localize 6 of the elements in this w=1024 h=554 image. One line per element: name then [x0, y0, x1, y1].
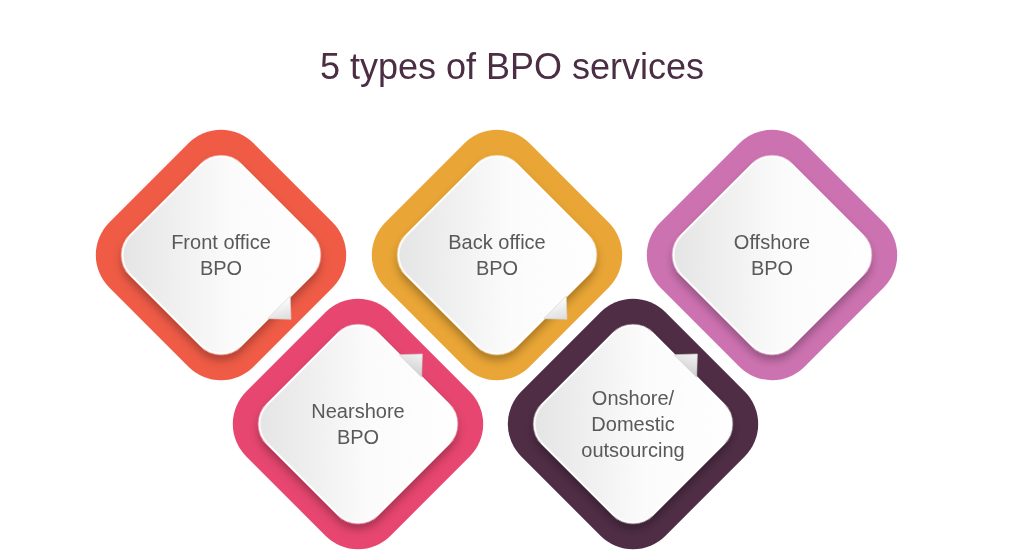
node-label: Onshore/ Domestic outsourcing: [580, 386, 686, 463]
node-label: Back office BPO: [447, 230, 547, 281]
title: 5 types of BPO services: [319, 46, 705, 88]
node-label: Offshore BPO: [733, 230, 811, 281]
node-label: Nearshore BPO: [310, 399, 406, 450]
node-label: Front office BPO: [170, 230, 272, 281]
